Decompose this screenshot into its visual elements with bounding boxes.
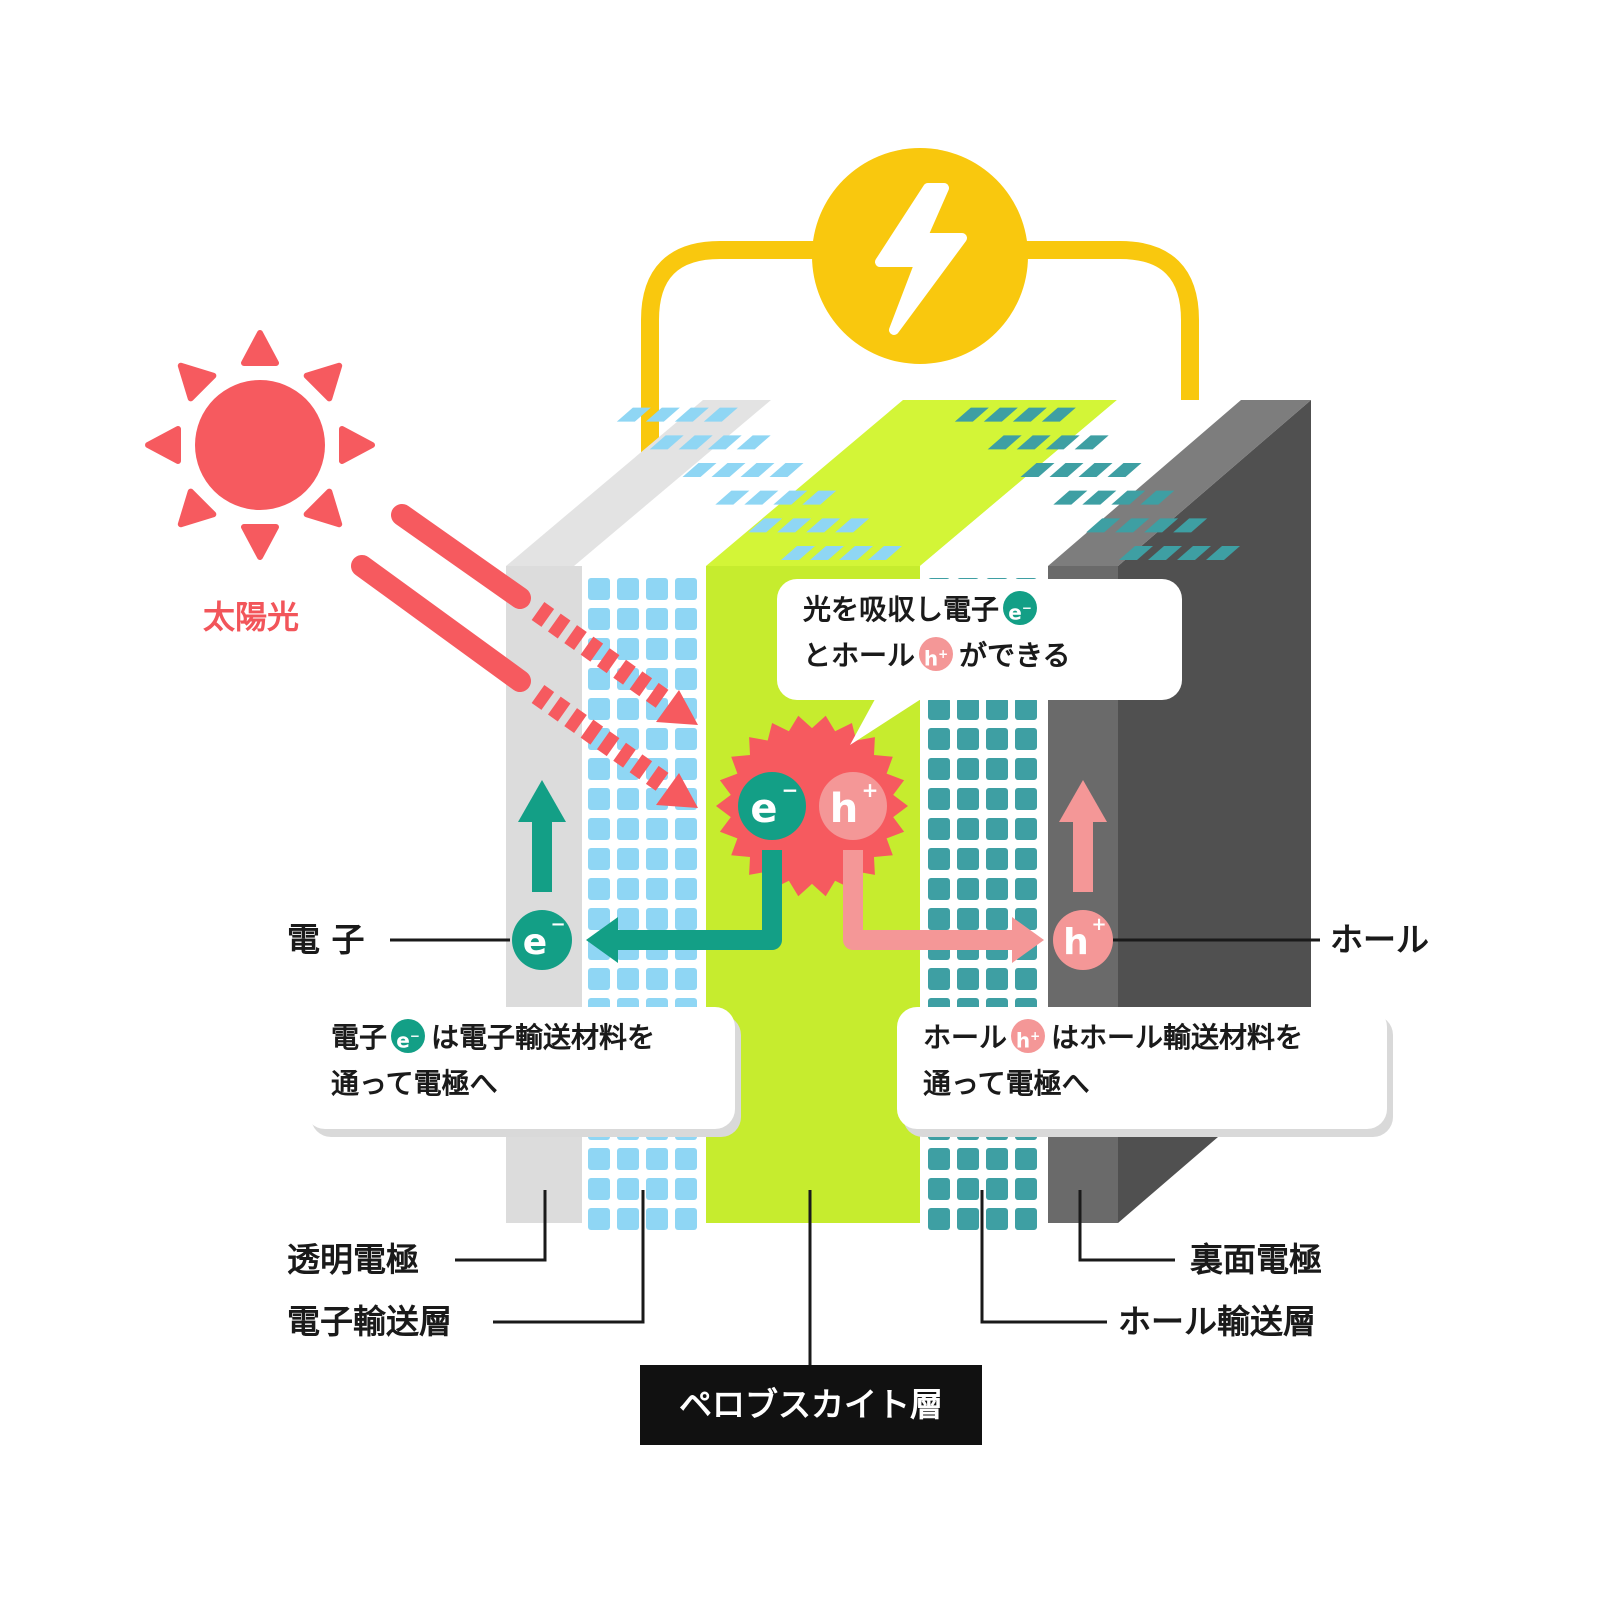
hole-path-arrow bbox=[843, 850, 1044, 963]
sun-icon bbox=[145, 330, 375, 560]
light-ray bbox=[351, 555, 698, 808]
electron-path-arrow bbox=[586, 850, 782, 963]
hole-label: ホール bbox=[1330, 920, 1429, 959]
hole-chip: h+ bbox=[919, 637, 954, 671]
electron-at-electrode: e − bbox=[512, 910, 572, 970]
hole-bubble-line2: 通って電極へ bbox=[923, 1067, 1090, 1100]
hole-transport-layer-label: ホール輸送層 bbox=[1118, 1302, 1316, 1341]
hole-transport-top bbox=[920, 400, 1245, 566]
electron-transport-top bbox=[582, 400, 903, 566]
electron-transport-top-pattern bbox=[616, 407, 902, 560]
svg-text:−: − bbox=[550, 914, 565, 935]
electron-label: 電 子 bbox=[287, 920, 365, 959]
hole-up-arrow bbox=[1059, 780, 1107, 892]
electron-chip: e− bbox=[1003, 591, 1038, 625]
electron-symbol: e − bbox=[738, 772, 806, 840]
light-ray bbox=[391, 504, 698, 725]
svg-text:h: h bbox=[1063, 922, 1089, 963]
hole-transport-top-pattern bbox=[954, 407, 1240, 560]
electron-up-arrow bbox=[518, 780, 566, 892]
bubble-text: は電子輸送材料を bbox=[431, 1021, 656, 1054]
svg-text:h: h bbox=[830, 786, 858, 832]
power-icon bbox=[812, 148, 1028, 364]
svg-text:e: e bbox=[523, 922, 547, 963]
back-electrode-label: 裏面電極 bbox=[1190, 1240, 1322, 1279]
electron-bubble-line2: 通って電極へ bbox=[331, 1067, 498, 1100]
svg-text:e: e bbox=[750, 786, 777, 832]
svg-text:+: + bbox=[1091, 914, 1106, 935]
svg-text:+: + bbox=[862, 778, 879, 802]
bubble-pointer bbox=[850, 690, 935, 745]
bubble-text: とホール bbox=[803, 639, 916, 672]
hole-chip: h+ bbox=[1011, 1019, 1046, 1053]
bubble-text: はホール輸送材料を bbox=[1051, 1021, 1304, 1054]
hole-at-electrode: h + bbox=[1053, 910, 1113, 970]
leader-lines bbox=[390, 938, 1320, 1365]
electron-chip: e− bbox=[391, 1019, 426, 1053]
back-electrode-top bbox=[1048, 400, 1311, 566]
bubble-text: ホール bbox=[923, 1021, 1008, 1054]
electron-transport-layer-label: 電子輸送層 bbox=[287, 1302, 452, 1341]
hole-symbol: h + bbox=[819, 772, 887, 840]
sunlight-label: 太陽光 bbox=[203, 598, 300, 636]
perovskite-layer-label: ペロブスカイト層 bbox=[640, 1365, 982, 1445]
bubble-text: 光を吸収し電子 bbox=[803, 593, 1000, 626]
bubble-text: 電子 bbox=[331, 1021, 388, 1054]
transparent-electrode-label: 透明電極 bbox=[287, 1240, 419, 1279]
svg-text:−: − bbox=[782, 778, 799, 802]
bubble-text: ができる bbox=[959, 639, 1071, 672]
